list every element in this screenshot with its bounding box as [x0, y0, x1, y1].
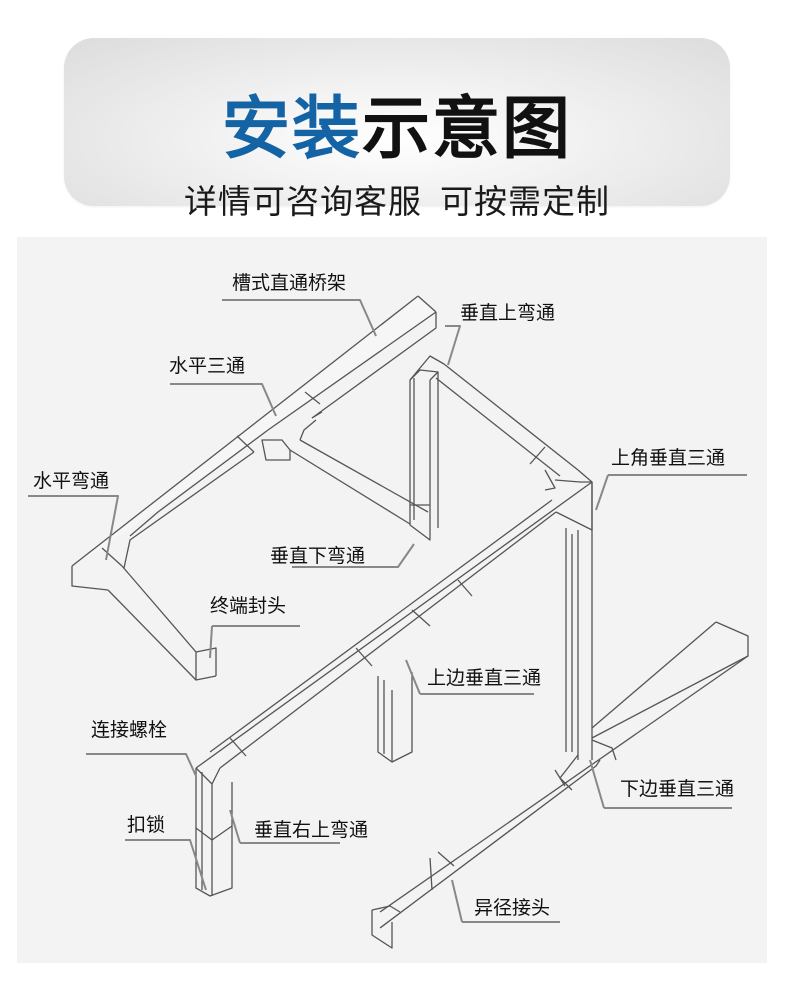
tray-vertical-right-up-bend [195, 768, 233, 897]
label-connecting-bolt: 连接螺栓 [91, 719, 168, 741]
label-vertical-up-bend: 垂直上弯通 [460, 302, 556, 324]
subtitle-consult: 详情可咨询客服 [184, 182, 422, 221]
label-vertical-down-bend: 垂直下弯通 [270, 545, 366, 567]
tray-long-vertical [559, 520, 593, 791]
tray-main-run [195, 481, 593, 785]
tray-upper-left-run [71, 295, 437, 569]
label-top-side-vertical-tee: 上边垂直三通 [427, 667, 542, 689]
label-top-corner-vertical-tee: 上角垂直三通 [611, 447, 726, 469]
tray-vertical-up-bend [409, 355, 593, 520]
leader-lines [28, 299, 747, 923]
page-title: 安装示意图 [64, 90, 730, 170]
subtitle-custom: 可按需定制 [440, 182, 610, 221]
label-horizontal-tee: 水平三通 [169, 355, 246, 377]
label-vertical-right-up-bend: 垂直右上弯通 [254, 819, 369, 841]
title-accent: 安装 [221, 90, 362, 169]
title-rest: 示意图 [362, 90, 573, 169]
tray-top-side-tee-leg [377, 672, 413, 763]
label-reducer-joint: 异径接头 [474, 897, 551, 919]
page-subtitle: 详情可咨询客服可按需定制 [64, 180, 730, 224]
label-end-cap: 终端封头 [210, 595, 287, 617]
diagram-panel: 槽式直通桥架 垂直上弯通 水平三通 上角垂直三通 水平弯通 垂直下弯通 终端封头… [17, 237, 767, 963]
header-banner: 安装示意图 详情可咨询客服可按需定制 [64, 38, 730, 221]
tray-vertical-down-bend [409, 369, 439, 541]
label-horizontal-bend: 水平弯通 [33, 470, 110, 492]
tray-end-cap [71, 565, 217, 681]
label-buckle-lock: 扣锁 [127, 814, 166, 836]
label-straight-tray: 槽式直通桥架 [232, 272, 347, 294]
tray-lower-run [371, 621, 749, 949]
cable-tray-drawing [28, 295, 749, 949]
tray-horizontal-tee [261, 411, 429, 525]
label-bottom-side-vertical-tee: 下边垂直三通 [620, 778, 735, 800]
